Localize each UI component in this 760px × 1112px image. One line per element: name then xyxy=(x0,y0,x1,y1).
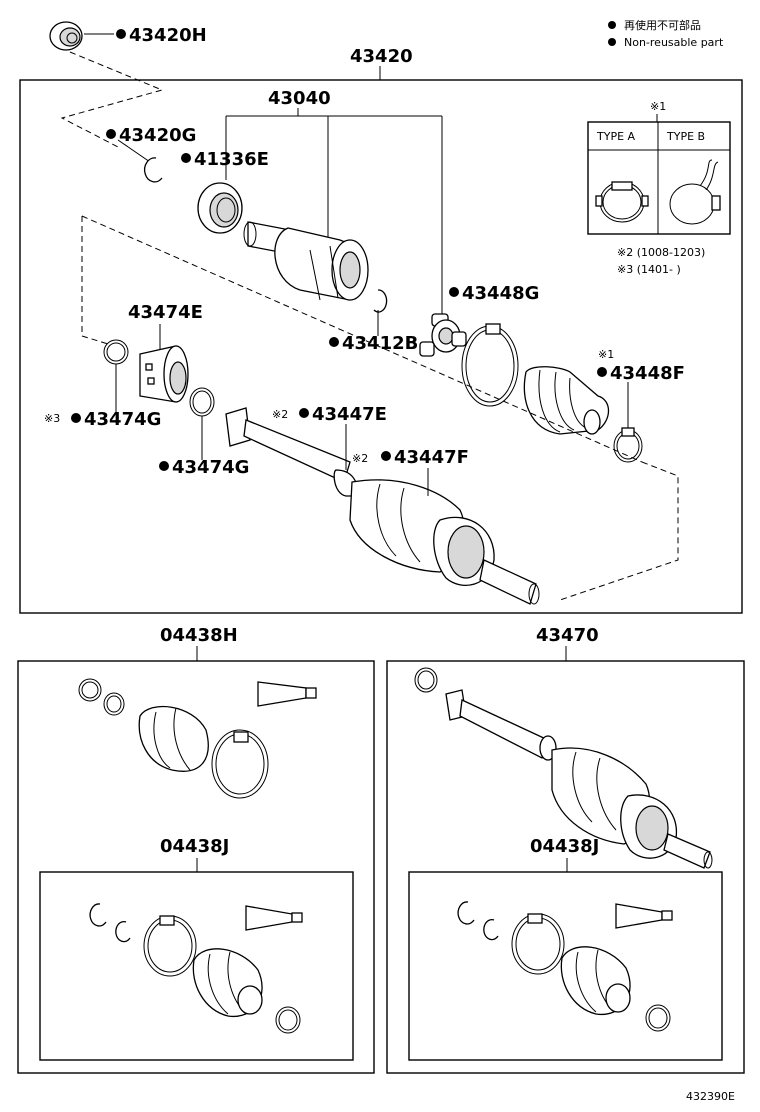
bullet-icon xyxy=(329,337,339,347)
part-43474e-inboard-joint[interactable] xyxy=(139,345,189,403)
type-b-label: TYPE B xyxy=(666,130,705,143)
bullet-icon xyxy=(608,38,616,46)
part-43040-outboard-joint-housing[interactable] xyxy=(243,221,369,301)
kit-04438j-left-parts xyxy=(89,903,303,1034)
kit-04438j-box-left xyxy=(39,871,354,1061)
label-04438j-a: 04438J xyxy=(160,836,229,857)
kit-04438h-box xyxy=(17,660,375,1074)
label-43420: 43420 xyxy=(350,46,413,67)
part-43420g-snap-ring[interactable] xyxy=(144,157,163,183)
label-43448f: 43448F xyxy=(610,363,685,384)
note3: ※3 (1401- ) xyxy=(617,263,681,276)
clamp-type-b-icon xyxy=(669,159,721,225)
label-43420h: 43420H xyxy=(129,25,207,46)
bullet-icon xyxy=(71,413,81,423)
bullet-icon xyxy=(597,367,607,377)
label-43470: 43470 xyxy=(536,625,599,646)
label-43447e: 43447E xyxy=(312,404,387,425)
mark1: ※1 xyxy=(598,348,614,361)
label-43474e: 43474E xyxy=(128,302,203,323)
part-43448g-clamp[interactable] xyxy=(461,323,519,407)
part-43470-shaft-assembly[interactable] xyxy=(414,667,713,869)
part-41336e-oil-seal[interactable] xyxy=(197,182,243,234)
label-41336e: 41336E xyxy=(194,149,269,170)
legend-nonreusable-jp: 再使用不可部品 xyxy=(624,18,701,32)
bullet-icon xyxy=(116,29,126,39)
bullet-icon xyxy=(381,451,391,461)
label-04438h: 04438H xyxy=(160,625,238,646)
mark2a: ※2 xyxy=(272,408,288,421)
part-43448f-clamp[interactable] xyxy=(613,427,643,463)
label-43447f: 43447F xyxy=(394,447,469,468)
note2: ※2 (1008-1203) xyxy=(617,246,705,259)
type-box xyxy=(587,121,731,235)
label-04438j-b: 04438J xyxy=(530,836,599,857)
kit-04438h-parts xyxy=(78,678,317,799)
kit-04438j-right-parts xyxy=(457,901,673,1032)
label-43040: 43040 xyxy=(268,88,331,109)
label-43474g-a: 43474G xyxy=(84,409,161,430)
part-43412b-snap-ring[interactable] xyxy=(373,289,388,313)
bullet-icon xyxy=(608,21,616,29)
part-43420h-seal[interactable] xyxy=(49,21,83,51)
label-43474g-b: 43474G xyxy=(172,457,249,478)
clamp-type-a-icon xyxy=(595,181,649,223)
legend: 再使用不可部品 Non-reusable part xyxy=(608,18,724,49)
part-tripod-joint[interactable] xyxy=(419,313,467,357)
bullet-icon xyxy=(449,287,459,297)
part-drive-shaft[interactable] xyxy=(225,407,540,605)
mark3: ※3 xyxy=(44,412,60,425)
note1-mark: ※1 xyxy=(650,100,666,113)
label-43412b: 43412B xyxy=(342,333,418,354)
legend-nonreusable-en: Non-reusable part xyxy=(624,36,724,49)
kit-04438j-box-right xyxy=(408,871,723,1061)
figure-id: 432390E xyxy=(686,1090,735,1103)
part-43474g-clamp-left[interactable] xyxy=(103,339,129,365)
assembly-43470-box xyxy=(386,660,745,1074)
bullet-icon xyxy=(299,408,309,418)
label-43448g: 43448G xyxy=(462,283,539,304)
part-outboard-boot[interactable] xyxy=(523,366,610,435)
label-43420g: 43420G xyxy=(119,125,196,146)
bullet-icon xyxy=(181,153,191,163)
assembly-43420-box xyxy=(19,79,743,614)
bullet-icon xyxy=(159,461,169,471)
bullet-icon xyxy=(106,129,116,139)
type-a-label: TYPE A xyxy=(596,130,636,143)
part-43474g-clamp-right[interactable] xyxy=(189,387,215,417)
mark2b: ※2 xyxy=(352,452,368,465)
